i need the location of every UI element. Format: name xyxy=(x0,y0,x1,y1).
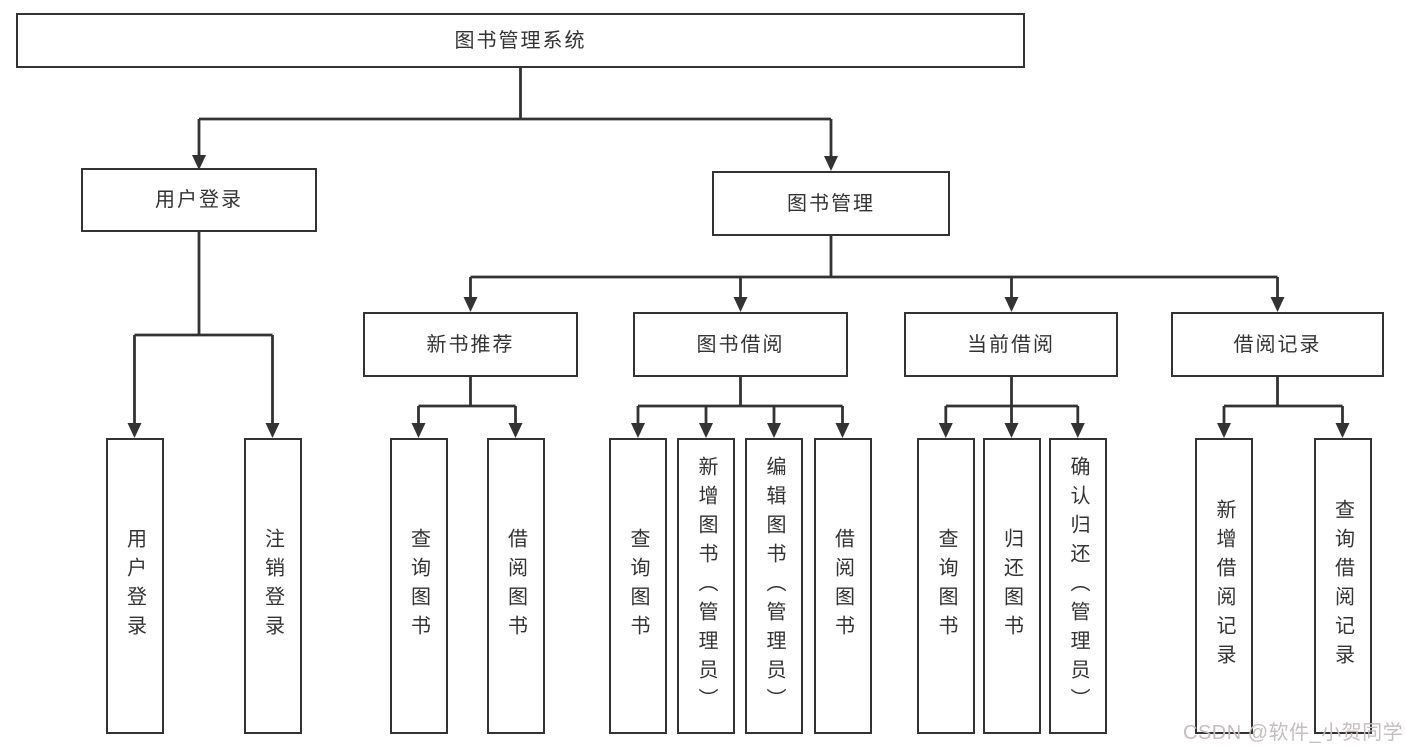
arrowhead-icon xyxy=(767,423,781,438)
node-borrow-records: 借阅记录 xyxy=(1171,312,1384,377)
leaf-return-book: 归还图书 xyxy=(982,438,1041,734)
connector-root xyxy=(197,68,833,159)
connector-borrow-records xyxy=(1222,377,1344,426)
node-label: 借阅图书 xyxy=(504,528,527,644)
arrowhead-icon xyxy=(1070,423,1085,438)
node-label: 新增借阅记录 xyxy=(1213,499,1235,673)
node-label: 图书管理 xyxy=(787,192,875,215)
leaf-query-books-borrow: 查询图书 xyxy=(609,438,667,734)
leaf-query-borrow-record: 查询借阅记录 xyxy=(1313,438,1372,734)
node-label: 编辑图书（管理员） xyxy=(763,455,785,717)
leaf-borrow-books-recommend: 借阅图书 xyxy=(486,438,545,734)
arrowhead-icon xyxy=(411,423,426,438)
node-label: 借阅图书 xyxy=(831,528,854,644)
node-label: 借阅记录 xyxy=(1233,333,1322,356)
node-user-login: 用户登录 xyxy=(81,168,317,232)
leaf-borrow-books: 借阅图书 xyxy=(813,438,872,734)
connector-current-borrow xyxy=(944,377,1080,426)
connector-book-borrow xyxy=(636,377,844,426)
connector-user-login xyxy=(133,232,274,426)
arrowhead-icon xyxy=(733,297,748,312)
leaf-query-books-recommend: 查询图书 xyxy=(389,438,448,734)
connector-book-management xyxy=(469,236,1279,300)
connector-new-book-recommend xyxy=(417,377,517,426)
arrowhead-icon xyxy=(265,423,280,438)
arrowhead-icon xyxy=(1335,423,1350,438)
arrowhead-icon xyxy=(508,423,523,438)
node-label: 新增图书（管理员） xyxy=(695,455,717,717)
csdn-watermark: CSDN @软件_小贺同学 xyxy=(1183,722,1404,744)
arrowhead-icon xyxy=(835,423,850,438)
node-current-borrow: 当前借阅 xyxy=(904,312,1118,377)
leaf-query-books-current: 查询图书 xyxy=(917,438,975,734)
arrowhead-icon xyxy=(1270,297,1285,312)
node-label: 查询图书 xyxy=(407,528,430,644)
arrowhead-icon xyxy=(1217,423,1231,438)
node-label: 查询借阅记录 xyxy=(1331,499,1354,673)
arrowhead-icon xyxy=(824,156,838,171)
arrowhead-icon xyxy=(192,155,206,170)
node-new-book-recommend: 新书推荐 xyxy=(363,312,578,377)
node-label: 图书管理系统 xyxy=(454,29,587,52)
leaf-add-borrow-record: 新增借阅记录 xyxy=(1195,438,1253,734)
connector-paths xyxy=(133,68,1344,426)
node-label: 注销登录 xyxy=(261,528,284,644)
node-label: 归还图书 xyxy=(1000,528,1023,644)
arrowhead-icon xyxy=(938,423,953,438)
node-label: 用户登录 xyxy=(123,528,146,644)
node-book-management: 图书管理 xyxy=(712,171,950,236)
arrowhead-icon xyxy=(1004,423,1019,438)
leaf-user-login: 用户登录 xyxy=(105,438,164,734)
arrowhead-icon xyxy=(699,423,713,438)
node-label: 查询图书 xyxy=(935,528,957,644)
node-label: 图书借阅 xyxy=(696,333,785,356)
node-label: 确认归还（管理员） xyxy=(1067,455,1089,717)
node-library-management-system: 图书管理系统 xyxy=(16,13,1025,68)
node-label: 当前借阅 xyxy=(967,333,1055,356)
arrowhead-icon xyxy=(631,423,645,438)
arrowhead-icon xyxy=(1004,297,1019,312)
arrowhead-icon xyxy=(127,423,142,438)
node-label: 用户登录 xyxy=(155,189,243,211)
leaf-edit-book-admin: 编辑图书（管理员） xyxy=(745,438,803,734)
node-label: 查询图书 xyxy=(627,528,649,644)
leaf-confirm-return-admin: 确认归还（管理员） xyxy=(1049,438,1107,734)
leaf-logout: 注销登录 xyxy=(243,438,302,734)
node-book-borrow: 图书借阅 xyxy=(633,312,848,377)
leaf-add-book-admin: 新增图书（管理员） xyxy=(677,438,735,734)
arrowhead-icon xyxy=(463,297,478,312)
node-label: 新书推荐 xyxy=(426,333,515,356)
arrowheads xyxy=(127,155,1350,438)
